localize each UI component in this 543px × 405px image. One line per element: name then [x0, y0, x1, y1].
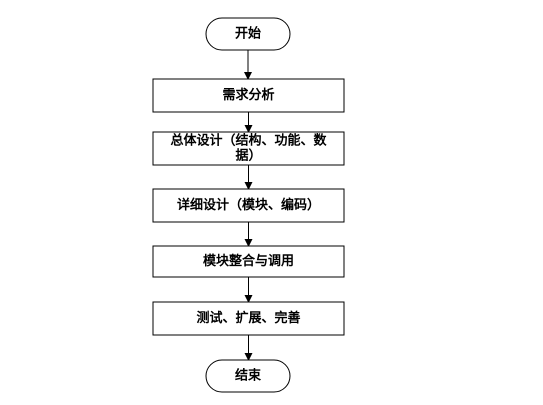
node-label: 测试、扩展、完善: [196, 310, 300, 326]
process-shape: [152, 131, 345, 166]
node-label: 结束: [235, 368, 262, 384]
node-label: 需求分析: [222, 87, 274, 103]
overall-design-box: 总体设计（结构、功能、数据）: [152, 131, 345, 166]
process-shape: [152, 78, 345, 113]
end-terminator: 结束: [205, 359, 291, 393]
node-label: 详细设计（模块、编码）: [177, 197, 320, 213]
process-shape: [152, 301, 345, 336]
node-label: 模块整合与调用: [203, 253, 294, 269]
node-label: 总体设计（结构、功能、数: [170, 133, 327, 149]
node-label: 据）: [235, 148, 261, 164]
requirements-analysis-box: 需求分析: [152, 78, 345, 113]
node-label: 开始: [235, 26, 261, 42]
start-terminator: 开始: [205, 17, 291, 51]
terminator-shape: [205, 17, 291, 51]
module-integration-box: 模块整合与调用: [152, 245, 345, 278]
process-shape: [152, 188, 345, 223]
process-shape: [152, 245, 345, 278]
testing-box: 测试、扩展、完善: [152, 301, 345, 336]
terminator-shape: [205, 359, 291, 393]
detailed-design-box: 详细设计（模块、编码）: [152, 188, 345, 223]
